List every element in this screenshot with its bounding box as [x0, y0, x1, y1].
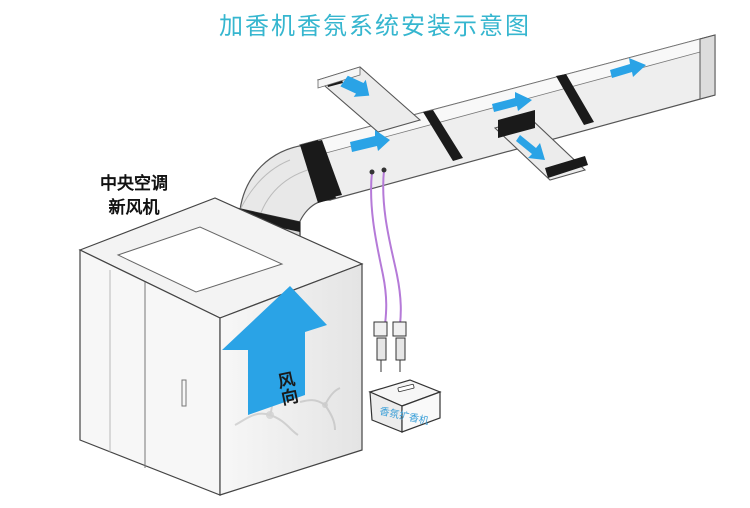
diagram-title: 加香机香氛系统安装示意图 — [219, 12, 531, 40]
ac-unit-label-line1: 中央空调 — [100, 174, 168, 194]
duct-band — [556, 74, 594, 125]
tube-connectors — [373, 321, 407, 372]
branch-duct-left — [316, 66, 422, 133]
duct-arrow — [516, 135, 545, 160]
duct-arrow — [492, 92, 532, 112]
ac-unit — [78, 197, 364, 496]
duct-band — [423, 110, 463, 161]
airflow-arrow: 风向 — [222, 286, 327, 415]
scent-tubes — [369, 167, 402, 326]
door-handle — [181, 379, 187, 407]
duct-arrow — [610, 58, 646, 78]
duct-arrow — [340, 75, 370, 97]
scent-diffuser-box: 香氛扩香机 — [368, 379, 442, 433]
ac-unit-label-line2: 新风机 — [108, 198, 160, 218]
duct-arrow — [350, 130, 390, 152]
ac-unit-label: 中央空调 新风机 — [100, 172, 168, 220]
